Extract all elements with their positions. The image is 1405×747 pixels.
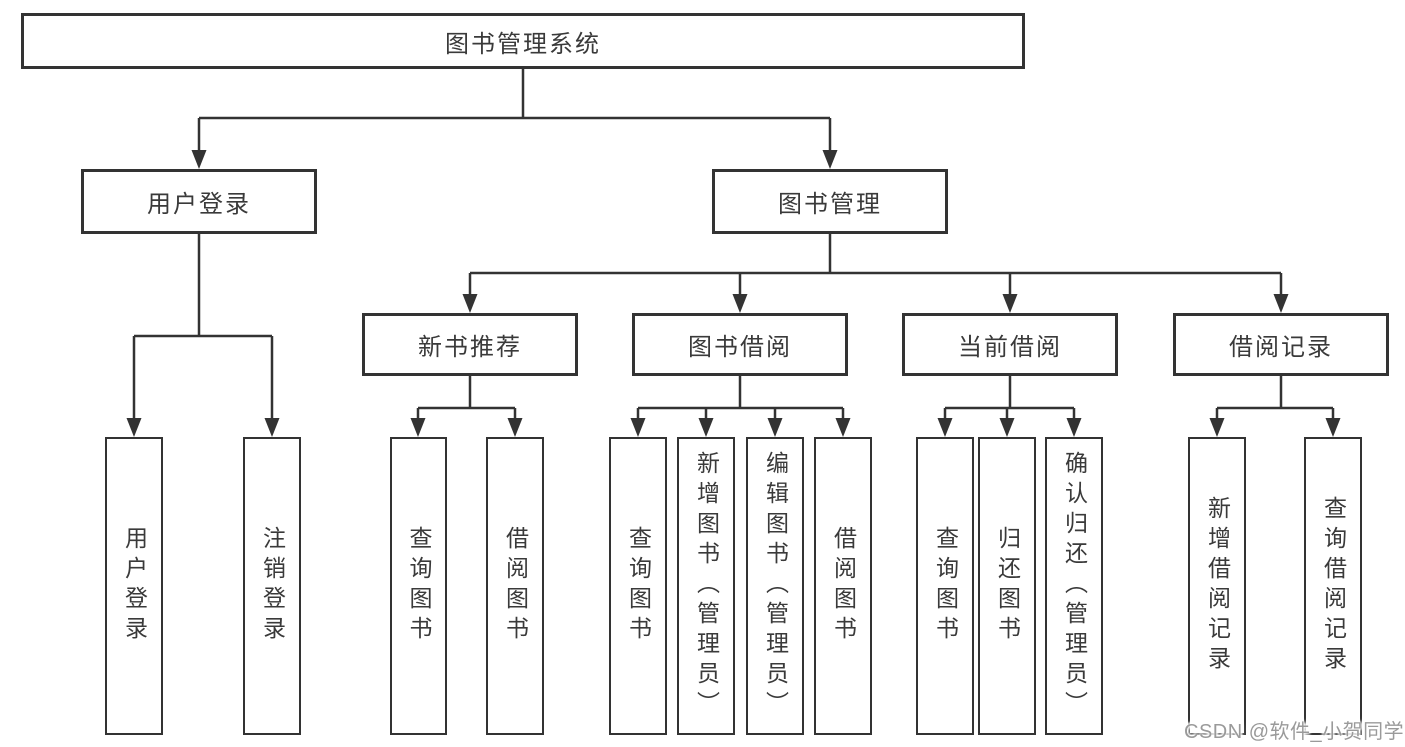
node-system-root: 图书管理系统 bbox=[21, 13, 1025, 69]
leaf-br-add-record: 新增借阅记录 bbox=[1188, 437, 1246, 735]
leaf-cb-confirm-return-admin: 确认归还（管理员） bbox=[1045, 437, 1103, 735]
leaf-label: 查询图书 bbox=[406, 526, 432, 646]
leaf-label: 新增借阅记录 bbox=[1204, 496, 1231, 676]
leaf-br-query-record: 查询借阅记录 bbox=[1304, 437, 1362, 735]
leaf-label: 用户登录 bbox=[121, 526, 148, 646]
leaf-label: 确认归还（管理员） bbox=[1061, 451, 1088, 721]
leaf-label: 查询图书 bbox=[932, 526, 959, 646]
node-borrow-records: 借阅记录 bbox=[1173, 313, 1389, 376]
node-new-book-recommend: 新书推荐 bbox=[362, 313, 578, 376]
leaf-bb-edit-books-admin: 编辑图书（管理员） bbox=[746, 437, 804, 735]
leaf-cb-query-books: 查询图书 bbox=[916, 437, 974, 735]
node-label: 图书管理系统 bbox=[445, 30, 601, 58]
node-label: 图书管理 bbox=[778, 191, 882, 218]
leaf-label: 借阅图书 bbox=[502, 526, 529, 646]
leaf-bb-add-books-admin: 新增图书（管理员） bbox=[677, 437, 735, 735]
leaf-label: 归还图书 bbox=[994, 526, 1021, 646]
node-label: 借阅记录 bbox=[1229, 334, 1333, 361]
watermark-text: CSDN @软件_小贺同学 bbox=[1184, 721, 1405, 743]
leaf-logout: 注销登录 bbox=[243, 437, 301, 735]
node-book-borrowing: 图书借阅 bbox=[632, 313, 848, 376]
node-user-login: 用户登录 bbox=[81, 169, 317, 234]
leaf-label: 查询借阅记录 bbox=[1320, 496, 1347, 676]
node-book-management: 图书管理 bbox=[712, 169, 948, 234]
leaf-label: 新增图书（管理员） bbox=[693, 451, 720, 721]
node-label: 当前借阅 bbox=[958, 334, 1062, 361]
node-label: 图书借阅 bbox=[688, 334, 792, 361]
node-label: 新书推荐 bbox=[418, 334, 522, 361]
leaf-nbr-borrow-books: 借阅图书 bbox=[486, 437, 544, 735]
leaf-label: 借阅图书 bbox=[830, 526, 857, 646]
leaf-user-login: 用户登录 bbox=[105, 437, 163, 735]
leaf-bb-borrow-books: 借阅图书 bbox=[814, 437, 872, 735]
leaf-label: 编辑图书（管理员） bbox=[762, 451, 789, 721]
leaf-cb-return-books: 归还图书 bbox=[978, 437, 1036, 735]
leaf-label: 注销登录 bbox=[259, 526, 286, 646]
node-label: 用户登录 bbox=[147, 191, 251, 218]
leaf-bb-query-books: 查询图书 bbox=[609, 437, 667, 735]
leaf-nbr-query-books: 查询图书 bbox=[390, 437, 447, 735]
leaf-label: 查询图书 bbox=[625, 526, 652, 646]
node-current-borrowing: 当前借阅 bbox=[902, 313, 1118, 376]
